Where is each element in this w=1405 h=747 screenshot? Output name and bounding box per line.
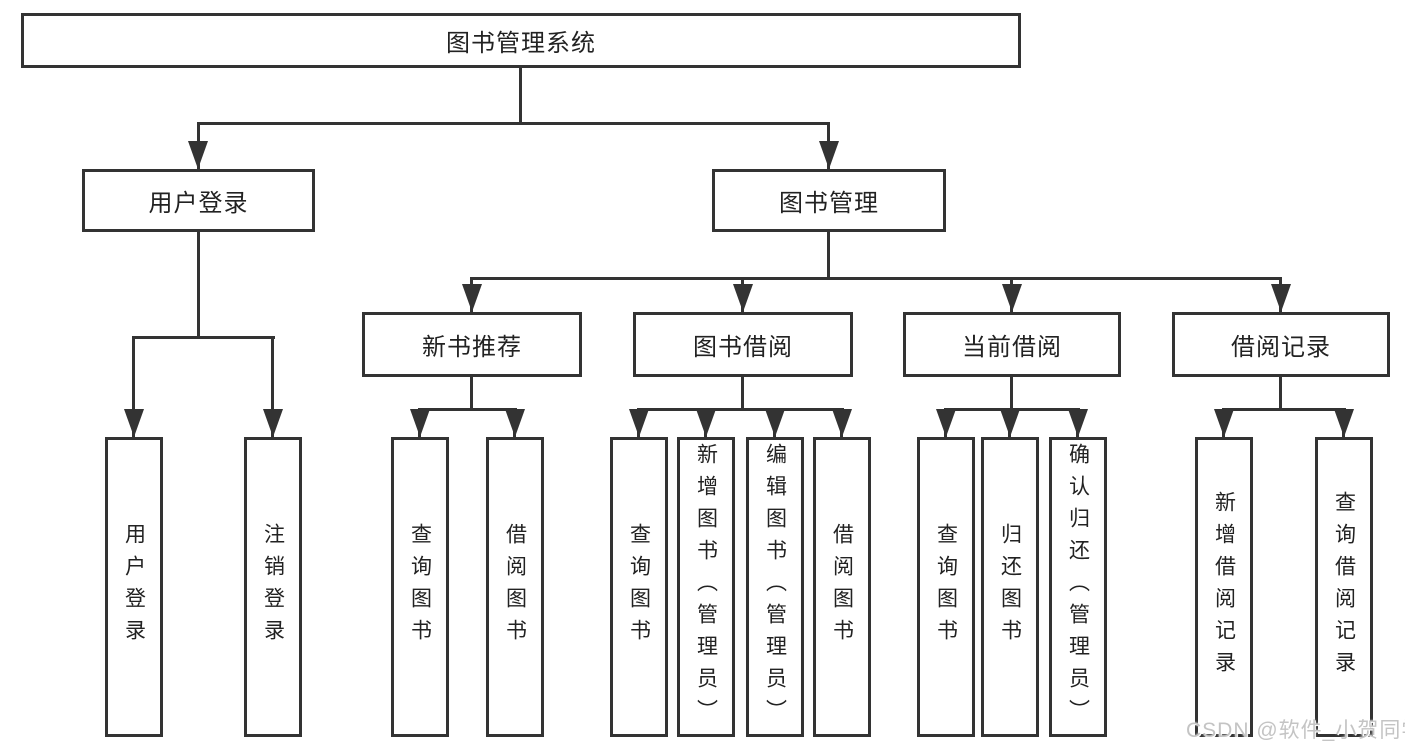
root-node-library-system: 图书管理系统 [21,13,1021,68]
arrow-down-icon [1334,409,1354,437]
leaf-node-confirm-return-admin: 确认归还（管理员） [1049,437,1107,737]
leaf-node-user-login: 用户登录 [105,437,163,737]
leaf-node-borrow-books-recommend: 借阅图书 [486,437,544,737]
arrow-down-icon [410,409,430,437]
connector-bookborrow-stem [741,377,744,411]
csdn-watermark: CSDN @软件_小贺同学 [1186,719,1405,742]
arrow-down-icon [1214,409,1234,437]
connector-currentborrow-stem [1010,377,1013,411]
arrow-down-icon [832,409,852,437]
connector-drop-logout-leaf [271,336,274,437]
connector-newbook-stem [470,377,473,411]
group-node-book-borrow: 图书借阅 [633,312,853,377]
arrow-down-icon [263,409,283,437]
leaf-node-query-books-borrow: 查询图书 [610,437,668,737]
leaf-node-query-books-current: 查询图书 [917,437,975,737]
group-node-current-borrow: 当前借阅 [903,312,1121,377]
leaf-node-return-books: 归还图书 [981,437,1039,737]
leaf-node-edit-books-admin: 编辑图书（管理员） [746,437,804,737]
group-node-borrow-records: 借阅记录 [1172,312,1390,377]
branch-node-book-management: 图书管理 [712,169,946,232]
arrow-down-icon [505,409,525,437]
arrow-down-icon [1000,409,1020,437]
arrow-down-icon [819,141,839,169]
leaf-node-add-books-admin: 新增图书（管理员） [677,437,735,737]
connector-root-rail [197,122,830,125]
connector-root-stem [519,68,522,125]
arrow-down-icon [1002,284,1022,312]
arrow-down-icon [765,409,785,437]
leaf-node-query-books-recommend: 查询图书 [391,437,449,737]
connector-records-rail [1222,408,1346,411]
arrow-down-icon [1271,284,1291,312]
leaf-node-query-borrow-record: 查询借阅记录 [1315,437,1373,737]
connector-userlogin-rail [132,336,275,339]
arrow-down-icon [124,409,144,437]
connector-userlogin-stem [197,232,200,339]
arrow-down-icon [1068,409,1088,437]
connector-bookmgmt-stem [827,232,830,280]
arrow-down-icon [188,141,208,169]
arrow-down-icon [629,409,649,437]
connector-bookborrow-rail [637,408,844,411]
leaf-node-logout: 注销登录 [244,437,302,737]
connector-records-stem [1279,377,1282,411]
connector-newbook-rail [418,408,517,411]
branch-node-user-login: 用户登录 [82,169,315,232]
leaf-node-borrow-books: 借阅图书 [813,437,871,737]
arrow-down-icon [733,284,753,312]
arrow-down-icon [462,284,482,312]
arrow-down-icon [936,409,956,437]
leaf-node-add-borrow-record: 新增借阅记录 [1195,437,1253,737]
arrow-down-icon [696,409,716,437]
connector-bookmgmt-rail [470,277,1282,280]
group-node-new-book-recommend: 新书推荐 [362,312,582,377]
connector-drop-user-login-leaf [132,336,135,437]
